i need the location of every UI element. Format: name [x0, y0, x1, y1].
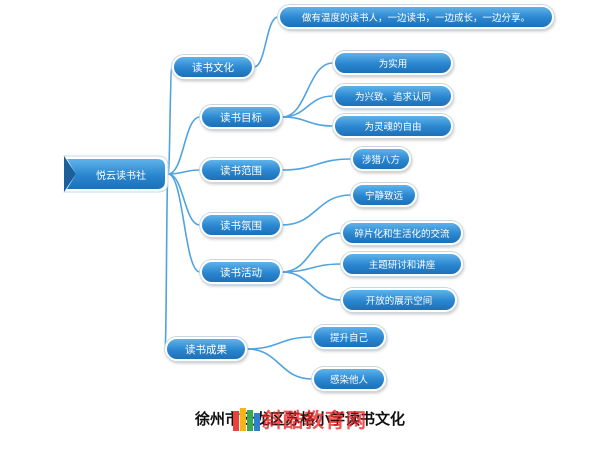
- leaf-node-goal-interest: 为兴致、追求认同: [333, 84, 453, 108]
- connector-activities-activity-space: [281, 271, 342, 301]
- leaf-node-result-others: 感染他人: [312, 367, 386, 391]
- connector-activities-activity-exchange: [281, 232, 342, 273]
- watermark: 斜酷教育网: [262, 408, 367, 432]
- branch-node-culture: 读书文化: [172, 55, 254, 79]
- leaf-node-culture-motto: 做有温度的读书人，一边读书，一边成长，一边分享。: [278, 5, 554, 29]
- branch-node-atmosphere: 读书氛围: [200, 213, 282, 237]
- leaf-node-activity-exchange: 碎片化和生活化的交流: [341, 221, 463, 245]
- leaf-node-result-self: 提升自己: [312, 325, 386, 349]
- branch-node-goals: 读书目标: [200, 105, 282, 129]
- connector-atmosphere-atmosphere-calm: [281, 194, 352, 226]
- connector-results-result-others: [246, 348, 313, 380]
- branch-node-results: 读书成果: [165, 337, 247, 361]
- connector-goals-goal-interest: [281, 95, 334, 118]
- root-node: 悦云读书社: [62, 152, 172, 196]
- connector-root-activities: [167, 173, 201, 273]
- branch-node-scope: 读书范围: [200, 158, 282, 182]
- connector-culture-culture-motto: [253, 16, 279, 68]
- connector-root-results: [164, 173, 169, 350]
- leaf-node-activity-seminar: 主题研讨和讲座: [341, 252, 463, 276]
- connector-goals-goal-practical: [281, 62, 334, 118]
- connector-activities-activity-seminar: [281, 263, 342, 273]
- connector-root-culture: [167, 66, 173, 175]
- leaf-node-activity-space: 开放的展示空间: [341, 288, 457, 312]
- branch-node-activities: 读书活动: [200, 260, 282, 284]
- connector-scope-scope-wide: [281, 158, 352, 171]
- leaf-node-goal-practical: 为实用: [333, 51, 453, 75]
- connector-root-scope: [167, 169, 201, 175]
- leaf-node-scope-wide: 涉猎八方: [351, 147, 411, 171]
- connector-goals-goal-freedom: [281, 116, 334, 127]
- connector-root-goals: [167, 116, 201, 175]
- leaf-node-goal-freedom: 为灵魂的自由: [333, 114, 453, 138]
- book-logo-icon: [233, 408, 260, 431]
- connector-root-atmosphere: [167, 173, 201, 226]
- connector-results-result-self: [246, 336, 313, 350]
- root-node-label: 悦云读书社: [96, 170, 146, 182]
- leaf-node-atmosphere-calm: 宁静致远: [351, 183, 417, 207]
